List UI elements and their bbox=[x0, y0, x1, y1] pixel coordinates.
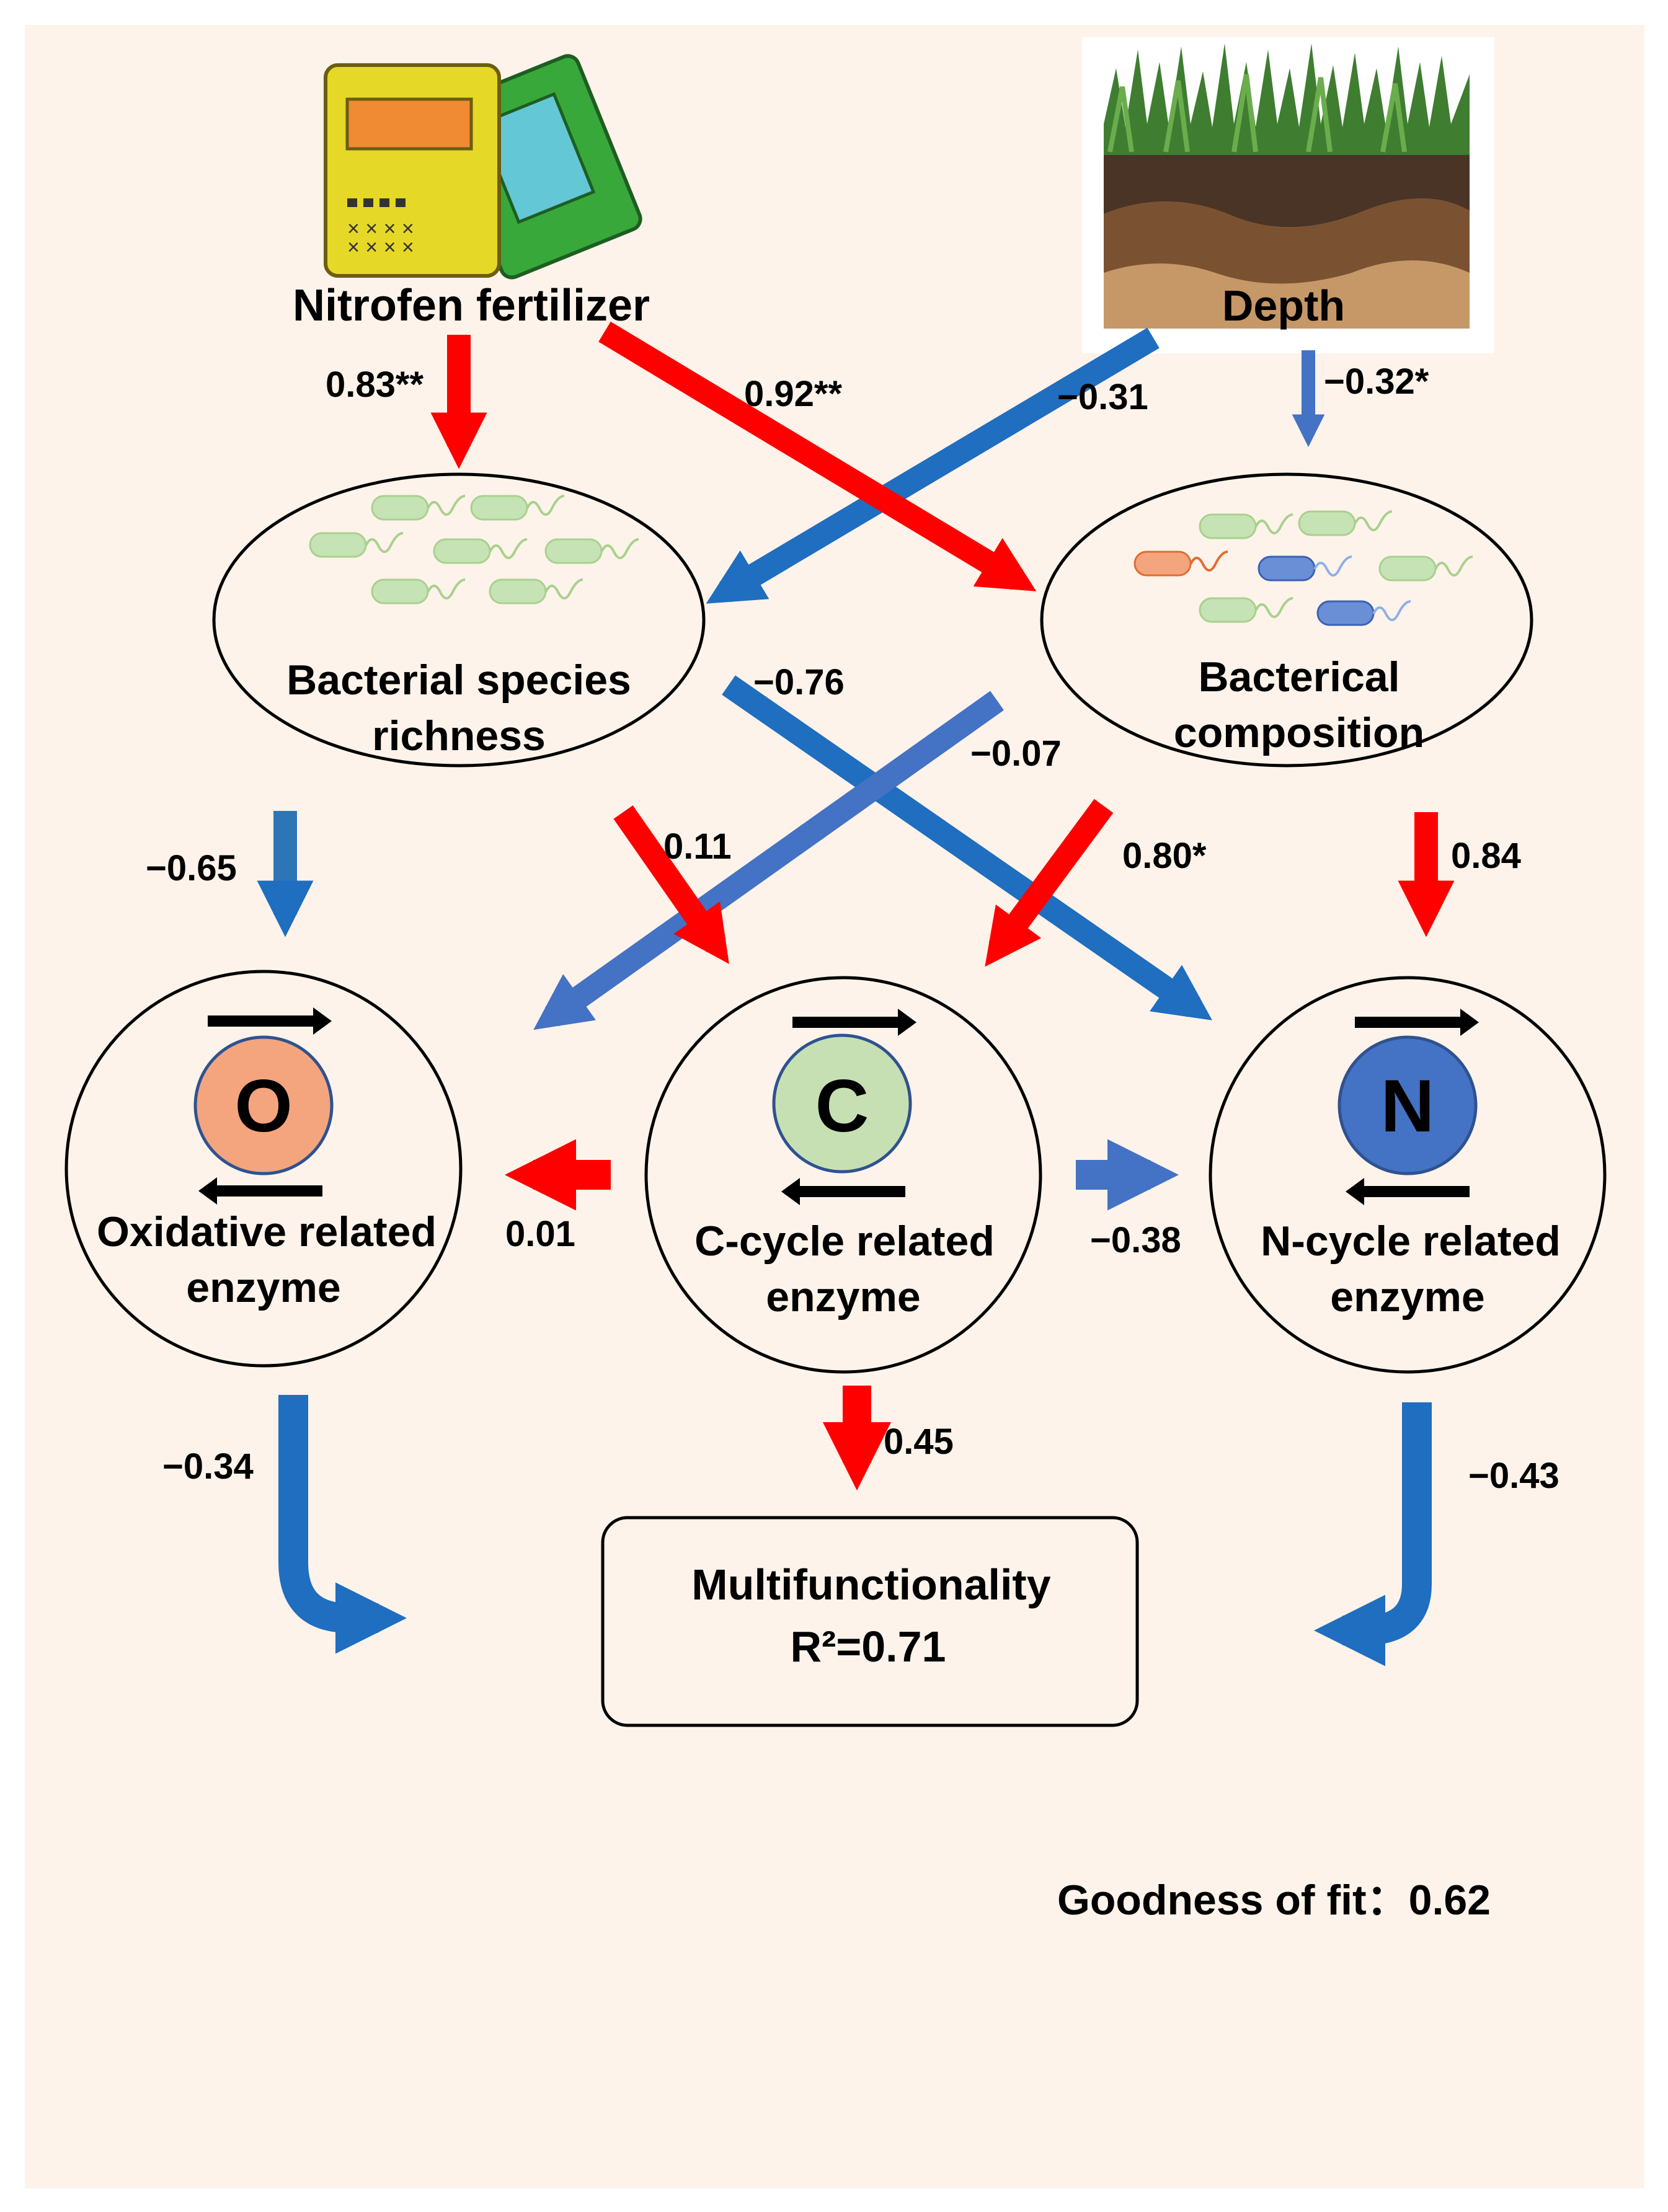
arrow-ncycle-multi bbox=[1313, 1402, 1432, 1666]
ccycle-badge bbox=[772, 1033, 912, 1174]
ncycle-label-line2: enzyme bbox=[1330, 1273, 1484, 1321]
arrow-richness-ncycle bbox=[722, 675, 1212, 1020]
coef-richness-ccycle: 0.11 bbox=[663, 826, 732, 867]
coef-richness-oxidative: −0.65 bbox=[146, 848, 237, 888]
ccycle-label-line2: enzyme bbox=[766, 1273, 920, 1321]
richness-label-line1: Bacterial species bbox=[286, 657, 631, 704]
ccycle-label-line1: C-cycle related bbox=[694, 1218, 995, 1265]
arrow-composition-ccycle bbox=[985, 799, 1114, 967]
arrow-depth-richness bbox=[706, 327, 1160, 604]
arrow-composition-oxidative bbox=[533, 691, 1005, 1030]
composition-label-line1: Bacterical bbox=[1198, 653, 1400, 701]
arrow-oxidative-multi bbox=[278, 1395, 407, 1654]
ccycle-letter: C bbox=[815, 1064, 869, 1148]
fertilizer-bag-icon: × × × × × × × × bbox=[324, 54, 642, 280]
goodness-of-fit: Goodness of fit：0.62 bbox=[1057, 1877, 1491, 1924]
oxidative-label-line2: enzyme bbox=[186, 1264, 340, 1311]
exchange-arrows-icon bbox=[198, 1007, 1479, 1205]
coef-composition-ccycle: 0.80* bbox=[1122, 836, 1207, 876]
composition-node bbox=[1040, 472, 1533, 768]
richness-label-line2: richness bbox=[372, 712, 546, 759]
coef-depth-composition: −0.32* bbox=[1324, 361, 1429, 402]
coef-composition-ncycle: 0.84 bbox=[1451, 836, 1521, 876]
richness-node bbox=[212, 472, 706, 768]
oxidative-label-line1: Oxidative related bbox=[97, 1208, 437, 1255]
coef-fert-composition: 0.92** bbox=[744, 374, 842, 414]
oxidative-badge bbox=[193, 1035, 334, 1175]
ccycle-enzyme-node bbox=[644, 976, 1042, 1374]
coef-fert-richness: 0.83** bbox=[326, 365, 424, 405]
fertilizer-label: Nitrofen fertilizer bbox=[293, 281, 650, 330]
ncycle-enzyme-node bbox=[1209, 976, 1607, 1374]
composition-label-line2: composition bbox=[1174, 709, 1424, 756]
depth-label: Depth bbox=[1222, 281, 1345, 330]
oxidative-letter: O bbox=[234, 1064, 292, 1148]
multifunctionality-node bbox=[601, 1516, 1139, 1727]
ncycle-label-line1: N-cycle related bbox=[1261, 1218, 1561, 1265]
bacteria-icon-group-richness bbox=[309, 495, 639, 604]
coef-ccycle-multi: 0.45 bbox=[884, 1422, 954, 1462]
bacteria-icon-group-composition bbox=[1133, 510, 1473, 626]
ncycle-letter: N bbox=[1381, 1064, 1435, 1148]
arrow-richness-ccycle bbox=[613, 805, 729, 964]
coef-ncycle-multi: −0.43 bbox=[1468, 1456, 1559, 1496]
multifunctionality-r2: R²=0.71 bbox=[791, 1622, 946, 1671]
svg-text:× × × ×: × × × × bbox=[347, 236, 414, 259]
coef-ccycle-ncycle: −0.38 bbox=[1090, 1220, 1181, 1260]
soil-profile-icon bbox=[1082, 37, 1494, 353]
coef-depth-richness: −0.31 bbox=[1057, 377, 1148, 417]
coef-richness-ncycle: −0.76 bbox=[753, 662, 845, 702]
svg-text:× × × ×: × × × × bbox=[347, 217, 414, 241]
ncycle-badge bbox=[1338, 1035, 1478, 1175]
coef-ccycle-oxidative: 0.01 bbox=[505, 1214, 575, 1254]
oxidative-enzyme-node bbox=[64, 970, 463, 1368]
arrow-fert-composition bbox=[598, 321, 1037, 591]
coef-oxidative-multi: −0.34 bbox=[162, 1446, 254, 1487]
coef-composition-oxidative: −0.07 bbox=[970, 733, 1062, 774]
multifunctionality-label: Multifunctionality bbox=[691, 1560, 1050, 1609]
